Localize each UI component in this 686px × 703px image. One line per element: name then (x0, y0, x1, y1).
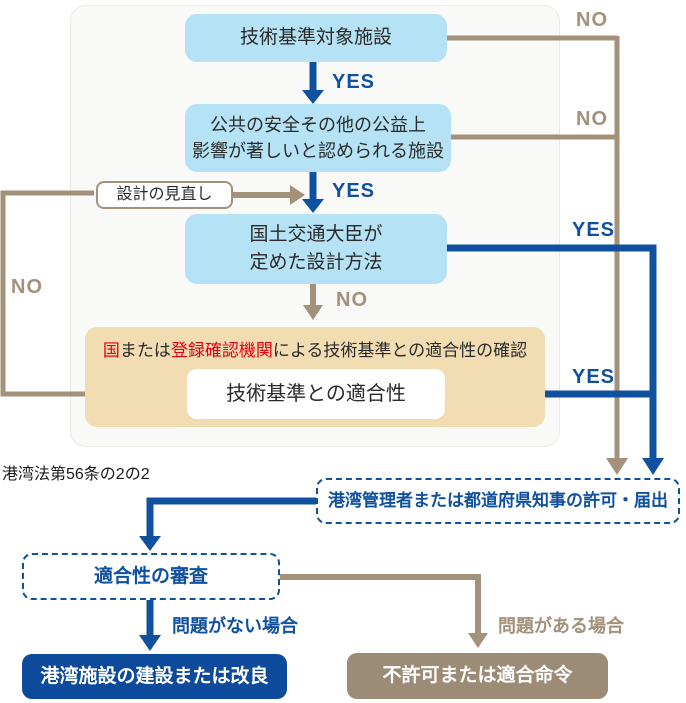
label-yes-right-lower: YES (572, 366, 616, 388)
node-denial-label: 不許可または適合命令 (382, 665, 573, 687)
label-no-right-top: NO (576, 9, 608, 31)
node-conformity-review-label: 適合性の審査 (93, 565, 208, 587)
label-no-right-mid: NO (576, 108, 608, 130)
edge-ok-case (139, 598, 161, 651)
node-permit-notification-label: 港湾管理者または都道府県知事の許可・届出 (328, 490, 668, 510)
label-ok-case: 問題がない場合 (172, 616, 298, 636)
node-minister-method-line2: 定めた設計方法 (249, 252, 383, 273)
node-construction-label: 港湾施設の建設または改良 (40, 665, 269, 687)
label-ng-case: 問題がある場合 (498, 616, 624, 636)
confirmation-title: 国または登録確認機関による技術基準との適合性の確認 (102, 341, 528, 360)
node-public-facility-line2: 影響が著しいと認められる施設 (192, 141, 444, 161)
label-yes-top: YES (332, 71, 376, 93)
node-construction: 港湾施設の建設または改良 (22, 654, 287, 699)
node-denial: 不許可または適合命令 (347, 653, 608, 699)
node-public-facility-line1: 公共の安全その他の公益上 (210, 114, 426, 135)
node-conformity-check-label: 技術基準との適合性 (226, 382, 406, 405)
label-yes-right-upper: YES (572, 219, 616, 241)
law-reference-caption: 港湾法第56条の2の2 (2, 466, 150, 483)
node-conformity-review: 適合性の審査 (22, 553, 280, 600)
node-design-review-label: 設計の見直し (116, 186, 213, 204)
node-public-facility: 公共の安全その他の公益上 影響が著しいと認められる施設 (185, 104, 451, 172)
node-conformity-check: 技術基準との適合性 (187, 369, 445, 419)
label-no-loop: NO (11, 276, 43, 298)
node-design-review: 設計の見直し (96, 181, 233, 209)
node-target-facility-label: 技術基準対象施設 (239, 27, 392, 49)
edge-ng-case (278, 574, 488, 648)
node-minister-method: 国土交通大臣が 定めた設計方法 (185, 214, 447, 284)
node-permit-notification: 港湾管理者または都道府県知事の許可・届出 (316, 478, 680, 524)
label-yes-mid: YES (332, 180, 376, 202)
edge-permit-to-review (139, 497, 316, 551)
node-minister-method-line1: 国土交通大臣が (249, 224, 383, 246)
node-target-facility: 技術基準対象施設 (185, 14, 447, 62)
label-no-center: NO (336, 289, 368, 311)
